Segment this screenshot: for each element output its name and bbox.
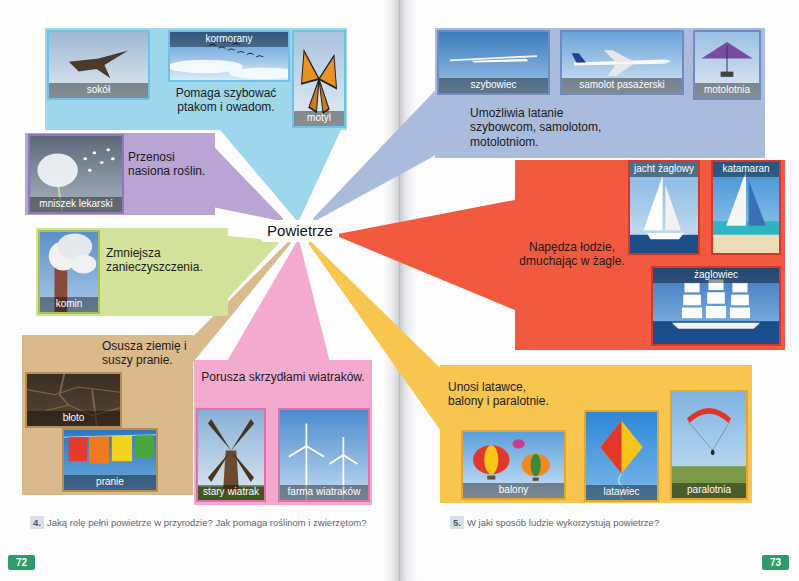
- page-number: 73: [762, 555, 789, 570]
- photo-box: pranie: [62, 428, 158, 492]
- photo-caption: pranie: [64, 475, 156, 490]
- photo-box: motolotnia: [693, 30, 761, 100]
- photo-caption: stary wiatrak: [198, 485, 264, 500]
- central-topic: Powietrze: [261, 220, 339, 242]
- photo-caption: mniszek lekarski: [30, 197, 122, 212]
- question-text: W jaki sposób ludzie wykorzystują powiet…: [467, 516, 659, 529]
- photo-box: stary wiatrak: [196, 408, 266, 502]
- branch-text: Osusza ziemię i suszy pranie.: [102, 339, 190, 368]
- photo-box: błoto: [25, 372, 122, 428]
- page-number: 72: [8, 555, 35, 570]
- branch-text: Umożliwia latanie szybowcom, samolotom, …: [470, 106, 605, 149]
- question-number: 4.: [30, 516, 44, 529]
- photo-caption: kormorany: [170, 32, 288, 47]
- branch-connector: [339, 200, 515, 310]
- branch-band: Porusza skrzydłami wiatraków. stary wiatr…: [194, 360, 372, 505]
- photo-box: paralotnia: [670, 390, 748, 500]
- photo-box: motyl: [292, 30, 346, 128]
- label-holder: 5.: [450, 516, 464, 529]
- label-holder: Jaką rolę pełni powietrze w przyrodzie? …: [47, 516, 366, 529]
- photo-caption: latawiec: [586, 485, 657, 500]
- branch-band: Napędza łodzie, dmuchając w żagle. jacht …: [515, 160, 785, 350]
- photo-caption: balony: [463, 483, 564, 498]
- label-holder: 73: [762, 555, 789, 570]
- photo-caption: błoto: [27, 411, 120, 426]
- branch-text: Porusza skrzydłami wiatraków.: [198, 370, 368, 384]
- photo-caption: komin: [40, 297, 98, 312]
- branch-connector: [215, 148, 283, 222]
- photo-caption: paralotnia: [672, 483, 746, 498]
- photo-box: kormorany: [168, 30, 290, 82]
- photo-box: żaglowiec: [651, 266, 781, 346]
- photo-box: szybowiec: [437, 30, 550, 95]
- photo-box: mniszek lekarski: [28, 134, 124, 214]
- question-number: 5.: [450, 516, 464, 529]
- central-topic-text: Powietrze: [267, 222, 333, 240]
- label-holder: 72: [8, 555, 35, 570]
- branch-band: Umożliwia latanie szybowcom, samolotom, …: [435, 28, 765, 158]
- branch-text: Pomaga szybować ptakom i owadom.: [165, 86, 287, 115]
- photo-caption: motyl: [294, 111, 344, 126]
- photo-caption: katamaran: [713, 162, 779, 177]
- photo-box: latawiec: [584, 410, 659, 502]
- photo-caption: motolotnia: [695, 83, 759, 98]
- photo-caption: farma wiatraków: [280, 485, 368, 500]
- question-text: Jaką rolę pełni powietrze w przyrodzie? …: [47, 516, 366, 529]
- photo-box: sokół: [47, 30, 150, 100]
- photo-box: balony: [461, 430, 566, 500]
- branch-text: Zmniejsza zanieczyszczenia.: [106, 246, 224, 275]
- branch-band: Zmniejsza zanieczyszczenia. komin: [36, 228, 228, 316]
- branch-band: Osusza ziemię i suszy pranie. błoto pranie: [22, 335, 193, 495]
- photo-box: samolot pasażerski: [560, 30, 684, 95]
- branch-band: Pomaga szybować ptakom i owadom. sokół kor…: [45, 28, 347, 130]
- photo-caption: szybowiec: [439, 78, 548, 93]
- photo-caption: żaglowiec: [653, 268, 779, 283]
- photo-caption: sokół: [49, 83, 148, 98]
- label-holder: 4.: [30, 516, 44, 529]
- photo-caption: jacht żaglowy: [630, 162, 698, 177]
- photo-box: katamaran: [711, 160, 781, 255]
- photo-box: jacht żaglowy: [628, 160, 700, 255]
- photo-caption: samolot pasażerski: [562, 78, 682, 93]
- branch-text: Napędza łodzie, dmuchając w żagle.: [518, 240, 626, 269]
- photo-box: farma wiatraków: [278, 408, 370, 502]
- branch-band: Przenosi nasiona roślin. mniszek lekarski: [25, 133, 215, 215]
- branch-text: Unosi latawce, balony i paralotnie.: [448, 380, 560, 409]
- branch-band: Unosi latawce, balony i paralotnie. balon…: [440, 365, 752, 503]
- photo-box: komin: [38, 230, 100, 314]
- label-holder: W jaki sposób ludzie wykorzystują powiet…: [467, 516, 659, 529]
- branch-text: Przenosi nasiona roślin.: [128, 150, 212, 179]
- branch-connector: [228, 242, 329, 360]
